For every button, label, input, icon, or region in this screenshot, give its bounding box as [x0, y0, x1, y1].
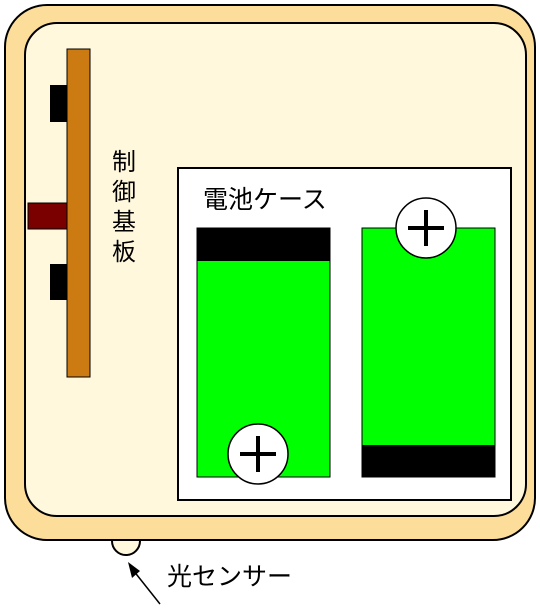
battery-case-label: 電池ケース	[203, 185, 327, 214]
arrow-up-left-icon	[128, 562, 161, 605]
connector-bottom	[50, 264, 67, 300]
battery-right-terminal	[362, 445, 495, 477]
connector-red	[27, 202, 69, 230]
plus-circle-icon	[395, 197, 457, 259]
control-board	[66, 48, 91, 378]
connector-top	[50, 85, 67, 122]
light-sensor	[111, 540, 141, 556]
battery-right	[361, 227, 496, 478]
light-sensor-label: 光センサー	[167, 562, 292, 591]
control-board-label-1: 制	[112, 148, 136, 176]
plus-circle-icon	[227, 423, 289, 485]
control-board-label-3: 基	[112, 208, 136, 236]
battery-left-terminal	[197, 228, 330, 261]
control-board-label-2: 御	[112, 178, 136, 206]
control-board-label-4: 板	[112, 238, 136, 266]
